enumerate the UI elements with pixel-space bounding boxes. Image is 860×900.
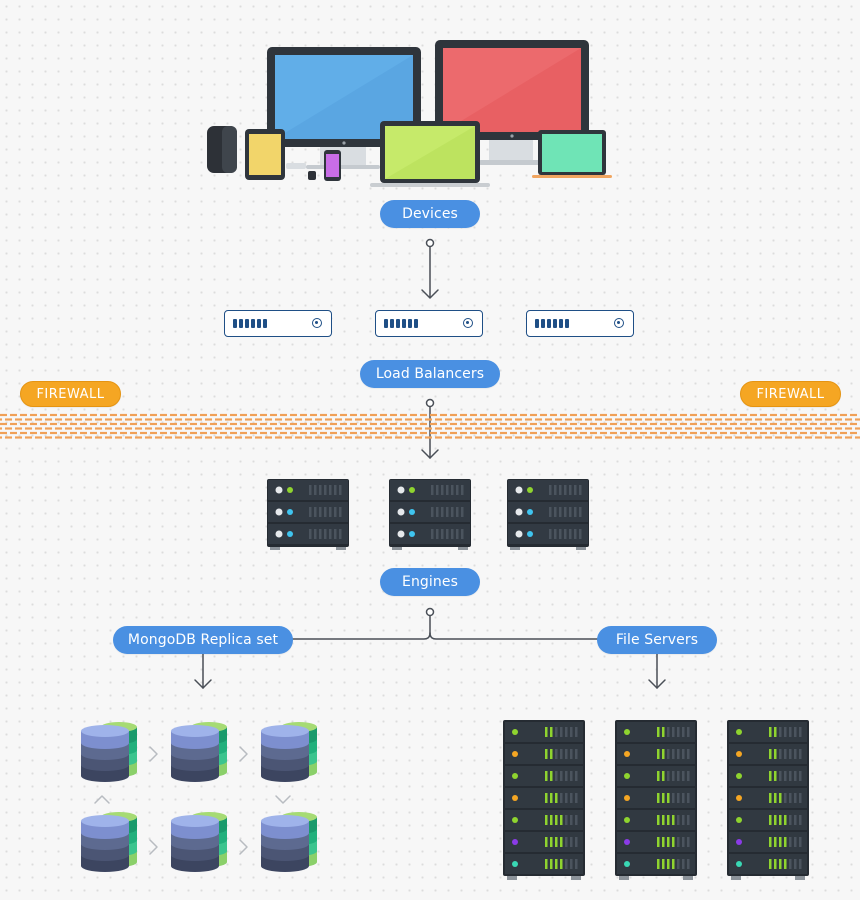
database-icon bbox=[81, 722, 137, 782]
firewall-right-label: FIREWALL bbox=[740, 381, 841, 407]
chevron-right-icon bbox=[149, 839, 158, 855]
server-rack-icon bbox=[615, 720, 697, 880]
devices-label: Devices bbox=[380, 200, 480, 228]
firewall-left-label: FIREWALL bbox=[20, 381, 121, 407]
chevron-right-icon bbox=[149, 746, 158, 762]
file-server-racks bbox=[503, 720, 809, 880]
desktop-monitor-icon bbox=[435, 40, 589, 165]
server-rack-icon bbox=[727, 720, 809, 880]
tablet-icon bbox=[245, 129, 285, 180]
database-icon bbox=[171, 812, 227, 872]
database-icon bbox=[261, 722, 317, 782]
chevron-down-icon bbox=[275, 795, 291, 804]
database-icon bbox=[81, 812, 137, 872]
speaker-icon bbox=[207, 126, 237, 173]
devices-illustration bbox=[207, 40, 612, 187]
laptop-icon bbox=[532, 130, 612, 178]
chevron-right-icon bbox=[239, 746, 248, 762]
firewall-band bbox=[0, 413, 860, 440]
database-icon bbox=[171, 722, 227, 782]
watch-icon bbox=[308, 171, 316, 180]
chevron-up-icon bbox=[94, 795, 110, 804]
server-icon bbox=[389, 479, 471, 550]
engines-label: Engines bbox=[380, 568, 480, 596]
mongodb-databases bbox=[81, 722, 317, 872]
server-rack-icon bbox=[503, 720, 585, 880]
phone-icon bbox=[324, 150, 341, 181]
engine-servers bbox=[267, 479, 589, 550]
chevron-right-icon bbox=[239, 839, 248, 855]
mongodb-replica-set-label: MongoDB Replica set bbox=[113, 626, 293, 654]
load-balancer-icon bbox=[526, 310, 634, 337]
server-icon bbox=[507, 479, 589, 550]
load-balancer-icon bbox=[224, 310, 332, 337]
database-icon bbox=[261, 812, 317, 872]
load-balancers-label: Load Balancers bbox=[360, 360, 500, 388]
laptop-icon bbox=[370, 121, 490, 187]
server-icon bbox=[267, 479, 349, 550]
load-balancer-icon bbox=[375, 310, 483, 337]
file-servers-label: File Servers bbox=[597, 626, 717, 654]
